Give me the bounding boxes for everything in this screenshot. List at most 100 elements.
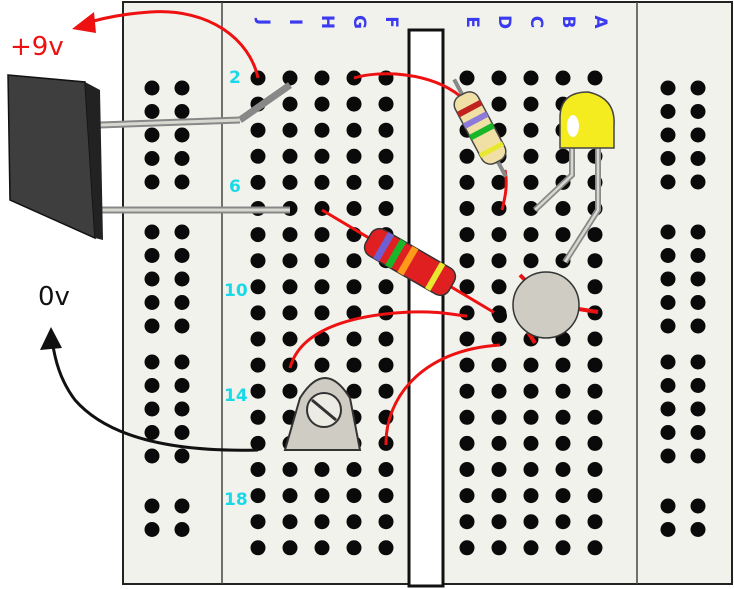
column-letter: I: [285, 19, 305, 25]
terminal-hole: [346, 357, 362, 373]
terminal-hole: [523, 96, 539, 112]
wire-g2-to-resistor: [353, 72, 461, 98]
power-rail-hole: [690, 401, 706, 417]
resistor-top-band: [468, 122, 495, 141]
power-rail-hole: [690, 425, 706, 440]
terminal-hole: [282, 148, 298, 164]
wire-pot-to-e11: [288, 310, 468, 369]
terminal-hole: [459, 70, 475, 86]
wire-f15-to-d12: [384, 343, 501, 446]
power-rail-hole: [660, 104, 676, 119]
terminal-hole: [250, 488, 266, 504]
power-rail-hole: [144, 104, 160, 119]
power-rail-hole: [144, 318, 160, 334]
terminal-hole: [491, 96, 507, 112]
terminal-hole: [491, 174, 507, 190]
column-letter: F: [381, 16, 401, 28]
power-rail-hole: [660, 401, 676, 417]
power-rail-hole: [690, 248, 706, 263]
terminal-hole: [346, 540, 362, 556]
ground-arrowhead: [40, 327, 62, 350]
terminal-hole: [555, 514, 571, 530]
terminal-hole: [555, 435, 571, 451]
terminal-hole: [587, 357, 603, 373]
terminal-hole: [250, 174, 266, 190]
terminal-hole: [282, 96, 298, 112]
power-rail-hole: [690, 224, 706, 240]
terminal-hole: [491, 540, 507, 556]
power-rail-hole: [660, 295, 676, 310]
power-rail-hole: [660, 378, 676, 393]
terminal-hole: [491, 462, 507, 477]
terminal-hole: [314, 305, 330, 321]
pot-slot: [311, 398, 337, 422]
terminal-hole: [282, 488, 298, 504]
terminal-hole: [523, 174, 539, 190]
power-rail-hole: [174, 248, 190, 263]
terminal-hole: [282, 174, 298, 190]
terminal-hole: [282, 331, 298, 347]
power-rail-hole: [144, 224, 160, 240]
power-rail-hole: [660, 354, 676, 370]
power-rail-hole: [144, 378, 160, 393]
terminal-hole: [346, 462, 362, 477]
terminal-hole: [282, 383, 298, 399]
terminal-hole: [378, 96, 394, 112]
power-rail-hole: [144, 425, 160, 440]
terminal-hole: [555, 201, 571, 216]
sensor-lead-top-bend: [237, 82, 293, 123]
terminal-hole: [491, 70, 507, 86]
column-letter: D: [494, 15, 514, 29]
power-rail-hole: [660, 248, 676, 263]
trim-potentiometer: [283, 377, 362, 451]
terminal-hole: [314, 253, 330, 269]
terminal-hole: [346, 201, 362, 216]
terminal-hole: [250, 462, 266, 477]
terminal-hole: [314, 331, 330, 347]
terminal-hole: [491, 331, 507, 347]
terminal-hole: [587, 279, 603, 295]
terminal-hole: [523, 383, 539, 399]
terminal-hole: [378, 540, 394, 556]
power-rail-hole: [144, 271, 160, 287]
ground-arrow: [50, 339, 259, 452]
terminal-hole: [587, 409, 603, 425]
terminal-hole: [491, 514, 507, 530]
power-rail-hole: [144, 174, 160, 190]
terminal-hole: [250, 383, 266, 399]
power-rail-hole: [144, 295, 160, 310]
row-number: 6: [229, 177, 241, 197]
power-rail-hole: [144, 522, 160, 537]
terminal-hole: [314, 148, 330, 164]
terminal-hole: [459, 331, 475, 347]
terminal-hole: [378, 462, 394, 477]
terminal-hole: [346, 331, 362, 347]
terminal-hole: [250, 435, 266, 451]
terminal-hole: [555, 488, 571, 504]
terminal-hole: [314, 122, 330, 138]
terminal-hole: [250, 409, 266, 425]
power-rail-hole: [690, 378, 706, 393]
positive-9v-label: +9v: [10, 32, 64, 62]
terminal-hole: [314, 540, 330, 556]
resistor-top-band: [456, 99, 483, 118]
terminal-hole: [314, 70, 330, 86]
terminal-hole: [491, 383, 507, 399]
yellow-led: [532, 91, 615, 264]
terminal-hole: [378, 201, 394, 216]
terminal-hole: [282, 305, 298, 321]
column-letters: J I H G F E D C B A: [253, 15, 610, 30]
terminal-hole: [555, 462, 571, 477]
power-rail-hole: [174, 522, 190, 537]
power-rail-hole: [690, 498, 706, 514]
terminal-hole: [282, 540, 298, 556]
terminal-hole: [459, 409, 475, 425]
terminal-hole: [250, 227, 266, 243]
power-rail-hole: [174, 104, 190, 119]
terminal-hole: [314, 96, 330, 112]
power-rail-hole: [660, 80, 676, 96]
resistor-middle-band: [425, 262, 446, 291]
terminal-hole: [491, 227, 507, 243]
led-lead-right-inner: [563, 145, 600, 263]
